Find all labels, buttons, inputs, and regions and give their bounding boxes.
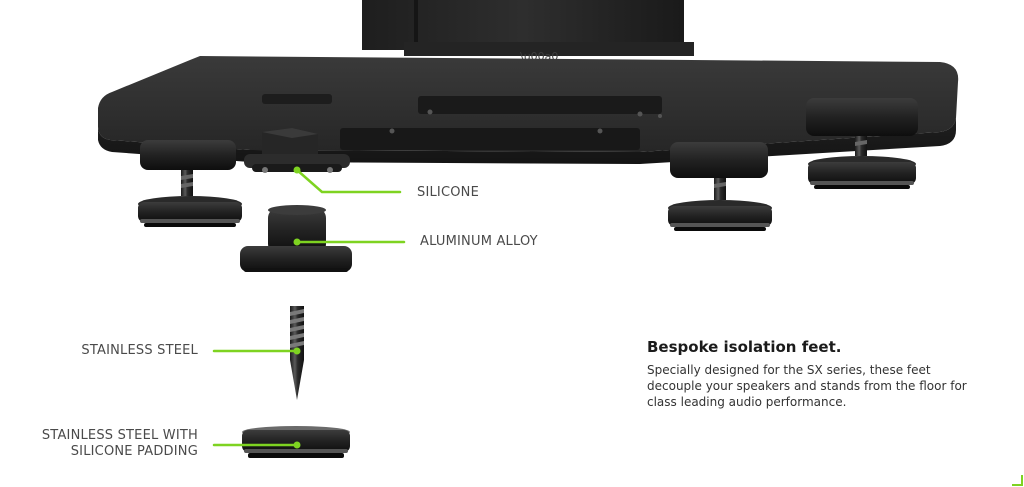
assembled-foot-far-right (806, 98, 918, 189)
callout-leader-lines (212, 168, 406, 447)
exploded-steel-spike (290, 306, 304, 400)
silicone-leader-line (295, 168, 402, 194)
feature-heading: Bespoke isolation feet. (647, 338, 842, 356)
corner-accent-icon (1012, 475, 1023, 486)
assembled-foot-left (138, 140, 242, 227)
stand-column (362, 0, 694, 56)
silicone-label: SILICONE (417, 185, 480, 200)
padding-label-line-1: STAINLESS STEEL WITH (41, 428, 198, 443)
exploded-silicone-washer (244, 128, 350, 174)
assembled-foot-middle-right (668, 142, 772, 231)
exploded-steel-puck (242, 426, 350, 458)
padding-label-line-2: SILICONE PADDING (70, 444, 198, 459)
feature-description: Specially designed for the SX series, th… (647, 363, 967, 409)
stainless-steel-label: STAINLESS STEEL (81, 343, 198, 358)
engraved-logo: \u00a0 (520, 50, 558, 63)
exploded-aluminum-cap (240, 205, 352, 272)
aluminum-alloy-label: ALUMINUM ALLOY (420, 234, 538, 249)
stainless-steel-padding-label: STAINLESS STEEL WITH SILICONE PADDING (42, 428, 198, 460)
feature-copy: Bespoke isolation feet. Specially design… (647, 338, 987, 410)
